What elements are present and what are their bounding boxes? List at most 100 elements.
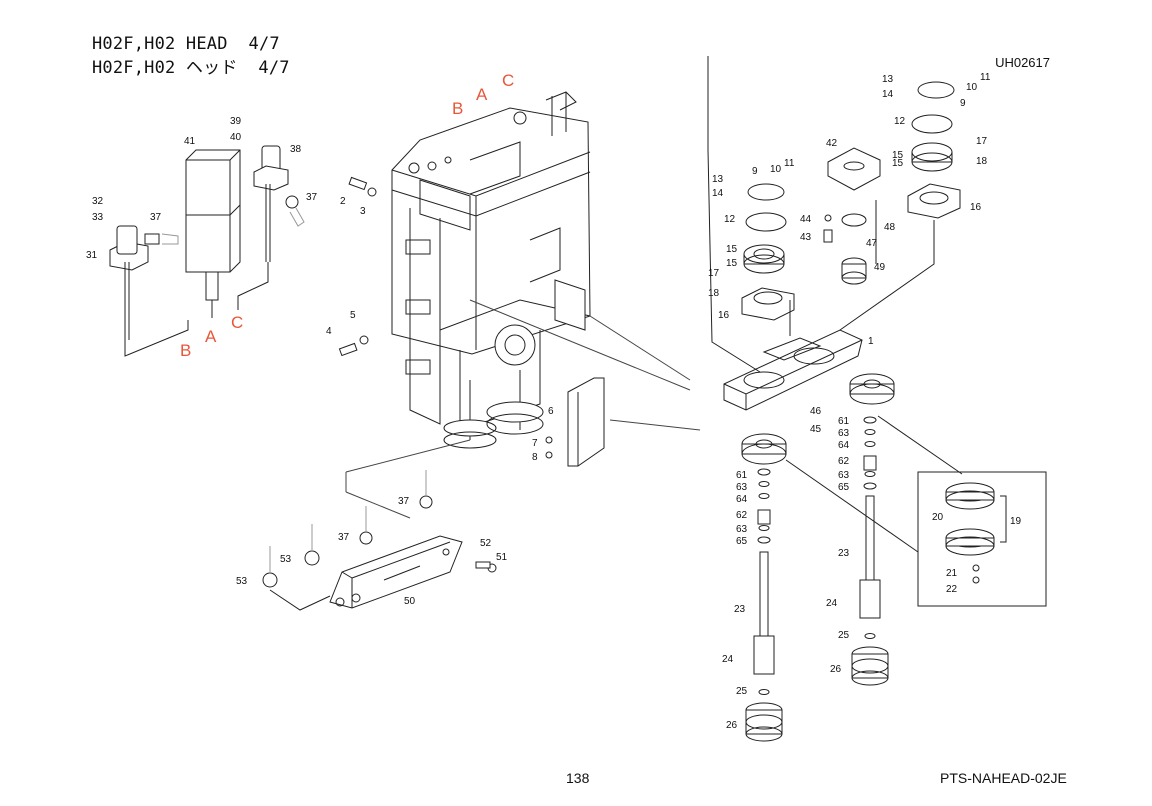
label-15a: 15	[726, 244, 738, 255]
connector-b-top: B	[452, 99, 463, 118]
label-64a: 64	[736, 494, 748, 505]
label-31: 31	[86, 250, 98, 261]
label-49: 49	[874, 262, 886, 273]
label-21: 21	[946, 568, 958, 579]
label-63a: 63	[736, 482, 748, 493]
label-40: 40	[230, 132, 242, 143]
label-48: 48	[884, 222, 896, 233]
label-24a: 24	[722, 654, 734, 665]
spindle-right-23	[851, 416, 889, 686]
label-37c: 37	[398, 496, 410, 507]
label-2: 2	[340, 196, 346, 207]
label-41: 41	[184, 136, 196, 147]
label-15b: 15	[726, 258, 738, 269]
bearing-housing-16-left	[741, 183, 795, 321]
label-63b: 63	[736, 524, 748, 535]
label-39: 39	[230, 116, 242, 127]
label-32: 32	[92, 196, 104, 207]
label-15c: 15	[892, 150, 904, 161]
label-26b: 26	[830, 664, 842, 675]
label-10a: 10	[770, 164, 782, 175]
gear-left	[741, 433, 787, 465]
label-37d: 37	[338, 532, 350, 543]
label-42: 42	[826, 138, 838, 149]
label-33: 33	[92, 212, 104, 223]
motor-41	[185, 149, 241, 301]
label-18b: 18	[976, 156, 988, 167]
label-38: 38	[290, 144, 302, 155]
label-4: 4	[326, 326, 332, 337]
sensor-bracket-31	[109, 225, 179, 340]
label-12a: 12	[724, 214, 736, 225]
fittings-37-53	[262, 470, 497, 611]
screw-4-5	[338, 335, 369, 357]
label-37b: 37	[150, 212, 162, 223]
label-6: 6	[548, 406, 554, 417]
page-title-japanese: H02F,H02 ヘッド 4/7	[92, 58, 290, 78]
label-16b: 16	[970, 202, 982, 213]
label-24b: 24	[826, 598, 838, 609]
part-labels: 41 39 40 38 37 32 33 37 31 2 3 4 5 6 7 8…	[86, 72, 1022, 731]
label-65a: 65	[736, 536, 748, 547]
label-18a: 18	[708, 288, 720, 299]
label-5: 5	[350, 310, 356, 321]
label-19: 19	[1010, 516, 1022, 527]
connector-b-left: B	[180, 341, 191, 360]
catalog-code: PTS-NAHEAD-02JE	[940, 770, 1067, 786]
label-61b: 61	[838, 416, 850, 427]
label-15d: 15	[892, 158, 904, 169]
connector-a-top: A	[476, 85, 488, 104]
plate-6	[545, 377, 605, 467]
label-8: 8	[532, 452, 538, 463]
base-plate-1	[723, 329, 863, 411]
label-23a: 23	[734, 604, 746, 615]
label-10b: 10	[966, 82, 978, 93]
label-14a: 14	[712, 188, 724, 199]
label-63d: 63	[838, 470, 850, 481]
label-7: 7	[532, 438, 538, 449]
page-number: 138	[566, 770, 590, 786]
label-14b: 14	[882, 89, 894, 100]
label-37a: 37	[306, 192, 318, 203]
connector-letters: B A C B A C	[180, 71, 514, 360]
label-16a: 16	[718, 310, 730, 321]
label-44: 44	[800, 214, 812, 225]
label-25b: 25	[838, 630, 850, 641]
label-26a: 26	[726, 720, 738, 731]
head-frame	[391, 91, 591, 449]
connector-a-left: A	[205, 327, 217, 346]
connector-c-top: C	[502, 71, 514, 90]
label-50: 50	[404, 596, 416, 607]
screw-2-3	[348, 176, 377, 197]
label-65b: 65	[838, 482, 850, 493]
label-45: 45	[810, 424, 822, 435]
label-17b: 17	[976, 136, 988, 147]
label-13a: 13	[712, 174, 724, 185]
label-17a: 17	[708, 268, 720, 279]
detail-box-gear-19	[785, 415, 1047, 607]
label-20: 20	[932, 512, 944, 523]
label-47: 47	[866, 238, 878, 249]
label-62a: 62	[736, 510, 748, 521]
label-52: 52	[480, 538, 492, 549]
spindle-left-23	[745, 468, 783, 742]
label-1: 1	[868, 336, 874, 347]
gear-block-42-47-49	[823, 147, 881, 285]
label-13b: 13	[882, 74, 894, 85]
bearing-housing-16-right	[907, 81, 961, 219]
label-9b: 9	[960, 98, 966, 109]
label-53b: 53	[236, 576, 248, 587]
page-title-english: H02F,H02 HEAD 4/7	[92, 34, 280, 54]
label-23b: 23	[838, 548, 850, 559]
connector-c-left: C	[231, 313, 243, 332]
label-62b: 62	[838, 456, 850, 467]
drawing-id: UH02617	[995, 55, 1050, 70]
label-61a: 61	[736, 470, 748, 481]
label-11a: 11	[784, 158, 795, 169]
label-12b: 12	[894, 116, 906, 127]
label-43: 43	[800, 232, 812, 243]
label-51: 51	[496, 552, 508, 563]
label-11b: 11	[980, 72, 991, 83]
